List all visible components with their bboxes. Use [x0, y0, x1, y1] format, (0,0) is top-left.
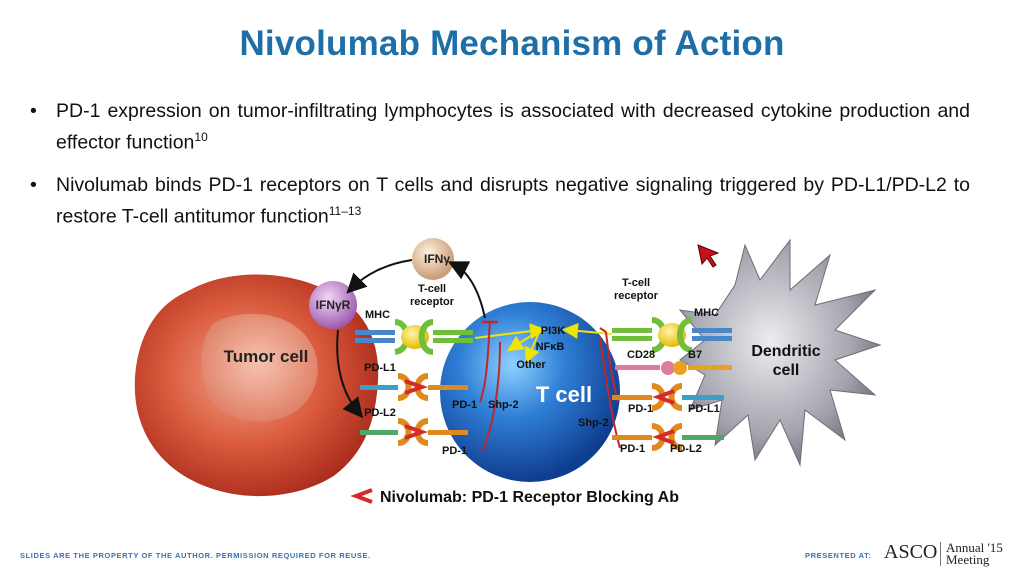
pdl1-left-label: PD-L1 — [364, 362, 396, 374]
cd28-b7-complex: CD28 B7 — [615, 349, 732, 375]
pd1-left-bottom-label: PD-1 — [442, 445, 467, 457]
ifng-release-arrow — [447, 261, 486, 319]
ifngr-receptor: IFNγR — [309, 281, 357, 329]
dendritic-cell-label-line2: cell — [773, 362, 800, 379]
tumor-cell-label: Tumor cell — [224, 347, 309, 366]
b7-label: B7 — [688, 349, 702, 361]
shp2-right-label: Shp-2 — [578, 417, 609, 429]
footer-presented-at: PRESENTED AT: — [805, 551, 872, 560]
other-label: Other — [516, 359, 546, 371]
nivolumab-legend: Nivolumab: PD-1 Receptor Blocking Ab — [350, 488, 679, 506]
pd1-left-top-label: PD-1 — [452, 399, 477, 411]
ifng-molecule: IFNγ — [412, 238, 454, 280]
signaling-pathway: PI3K NFκB Other — [474, 320, 621, 453]
pd1-right-bottom-label: PD-1 — [620, 443, 645, 455]
tcr-left-label-line1: T-cell — [418, 283, 446, 295]
pdl-upregulation-arrow — [336, 329, 364, 419]
right-pd1-pdl2-complex: PD-1 PD-L2 — [612, 423, 724, 455]
pi3k-label: PI3K — [541, 325, 566, 337]
tumor-cell: Tumor cell — [134, 274, 379, 497]
tcr-right-label-line2: receptor — [614, 290, 659, 302]
left-pdl2-pd1-complex: PD-L2 PD-1 — [360, 407, 468, 457]
mechanism-diagram: Tumor cell Dendritic cell T cell IFNγ IF… — [134, 238, 882, 506]
pdl2-right-label: PD-L2 — [670, 443, 702, 455]
t-cell-label: T cell — [536, 382, 592, 407]
footer-disclaimer: SLIDES ARE THE PROPERTY OF THE AUTHOR. P… — [20, 551, 371, 560]
dendritic-cell-label-line1: Dendritic — [751, 343, 820, 360]
right-mhc-tcr-complex: T-cell receptor MHC — [612, 277, 732, 353]
nfkb-label: NFκB — [536, 341, 565, 353]
left-pdl1-pd1-complex: PD-L1 PD-1 Shp-2 — [360, 362, 519, 411]
pdl2-left-label: PD-L2 — [364, 407, 396, 419]
dendritic-cell: Dendritic cell — [678, 238, 882, 467]
mhc-right-label: MHC — [694, 307, 719, 319]
t-cell: T cell — [440, 302, 620, 482]
reference-superscript: 11–13 — [328, 203, 362, 218]
mouse-cursor-icon — [697, 244, 720, 268]
nivolumab-antibody-icon — [350, 488, 373, 504]
pdl1-right-label: PD-L1 — [688, 403, 720, 415]
bullet-list: PD-1 expression on tumor-infiltrating ly… — [30, 98, 970, 245]
pd1-right-top-label: PD-1 — [628, 403, 653, 415]
ifng-label: IFNγ — [424, 252, 450, 266]
cd28-label: CD28 — [627, 349, 655, 361]
annual-meeting-logo: Annual '15 Meeting — [940, 541, 1003, 566]
bullet-item: Nivolumab binds PD-1 receptors on T cell… — [30, 172, 970, 230]
mhc-left-label: MHC — [365, 309, 390, 321]
right-pd1-pdl1-complex: Shp-2 PD-1 PD-L1 — [578, 383, 724, 429]
tcr-left-label-line2: receptor — [410, 296, 455, 308]
legend-label: Nivolumab: PD-1 Receptor Blocking Ab — [380, 489, 679, 506]
tcr-right-label-line1: T-cell — [622, 277, 650, 289]
slide-title: Nivolumab Mechanism of Action — [239, 24, 785, 63]
bullet-item: PD-1 expression on tumor-infiltrating ly… — [30, 98, 970, 156]
asco-logo: ASCO — [884, 541, 938, 563]
left-mhc-tcr-complex: MHC T-cell receptor — [355, 283, 473, 355]
ifngr-label: IFNγR — [316, 298, 351, 312]
shp2-left-label: Shp-2 — [488, 399, 519, 411]
reference-superscript: 10 — [194, 130, 208, 144]
ifng-binding-arrow — [346, 259, 413, 294]
